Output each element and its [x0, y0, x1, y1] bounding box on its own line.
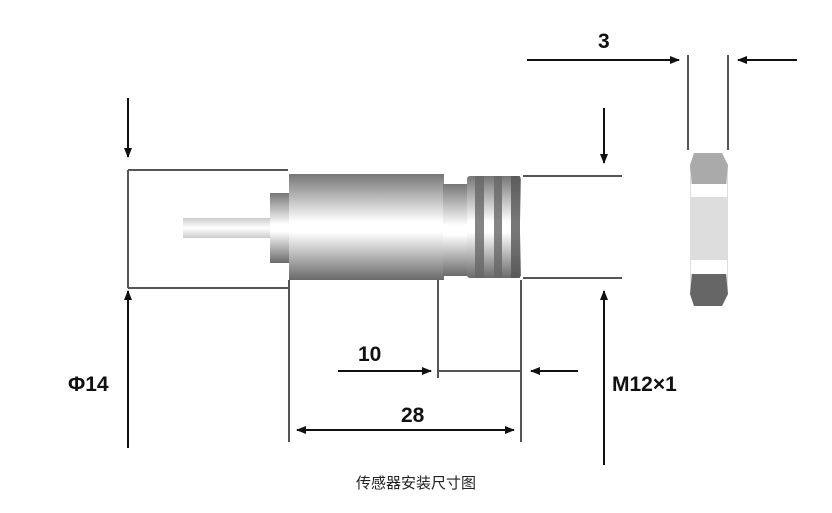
nut-thickness-label: 3: [598, 30, 610, 53]
thread-label: M12×1: [612, 373, 677, 396]
thread-length-label: 10: [358, 343, 381, 366]
cable: [183, 218, 273, 238]
thread-stripe: [494, 176, 502, 278]
nut-thickness-dimension: [527, 55, 797, 150]
hex-nut: [690, 153, 728, 306]
neck: [443, 184, 470, 276]
sensor-body: [183, 174, 521, 280]
diagram-caption: 传感器安装尺寸图: [356, 474, 476, 492]
thread-dimension: [523, 108, 622, 465]
diameter-label: Φ14: [68, 373, 109, 396]
length-dimensions: [288, 280, 578, 442]
cylinder-body: [289, 174, 444, 280]
thread-stripe: [475, 176, 484, 278]
diameter-dimension: [124, 98, 288, 448]
back-cap: [270, 193, 292, 263]
body-length-label: 28: [401, 404, 425, 427]
thread-stripe: [511, 176, 520, 278]
